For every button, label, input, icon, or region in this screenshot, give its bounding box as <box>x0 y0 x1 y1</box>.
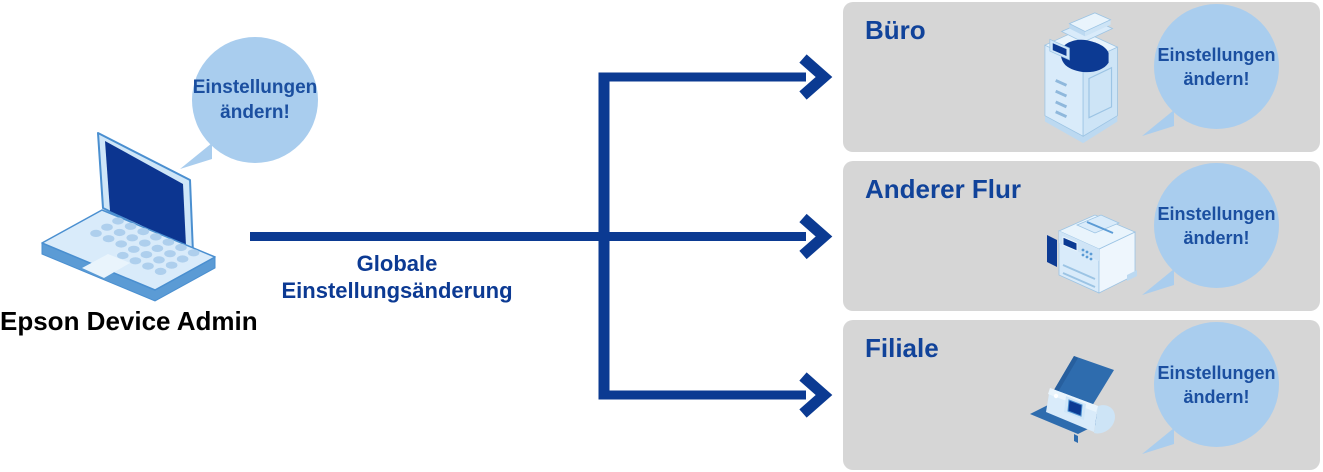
bubble-line: Einstellungen <box>192 77 318 98</box>
location-box-filiale: Filiale Einstellungen ändern! <box>843 320 1320 470</box>
location-title: Filiale <box>865 333 939 363</box>
trackpad <box>82 254 130 278</box>
flow-label-line: Einstellungsänderung <box>281 278 513 303</box>
arrowhead-top <box>799 54 833 100</box>
sheetfed-scanner-icon <box>1030 356 1116 443</box>
speech-bubble-tail-icon <box>1142 269 1174 295</box>
admin-speech-bubble-text: Einstellungen ändern! <box>193 75 318 125</box>
bubble-line: ändern! <box>220 102 290 123</box>
bubble-line: Einstellungen <box>1157 362 1276 383</box>
keyboard-keys <box>90 217 200 275</box>
location-box-anderer-flur: Anderer Flur Einstellungen <box>843 161 1320 311</box>
speech-bubble-tail-icon <box>1142 110 1174 136</box>
location-speech-bubble: Einstellungen ändern! <box>1142 322 1279 454</box>
paper-tray-lines <box>1062 264 1096 288</box>
panel-buttons <box>1081 248 1093 261</box>
bubble-line: ändern! <box>1183 227 1250 248</box>
arrowhead-middle <box>799 213 833 260</box>
desktop-mfp-fax-icon <box>1047 214 1137 294</box>
location-speech-bubble-text: Einstellungen ändern! <box>1157 361 1275 409</box>
location-speech-bubble: Einstellungen ändern! <box>1142 163 1279 295</box>
speech-bubble-tail-icon <box>1142 428 1174 454</box>
office-copier-icon <box>1043 12 1119 144</box>
location-title: Büro <box>865 15 926 45</box>
admin-speech-bubble: Einstellungen ändern! <box>180 37 318 169</box>
bubble-line: ändern! <box>1183 68 1250 89</box>
speech-bubble-tail-icon <box>180 143 212 169</box>
location-speech-bubble-text: Einstellungen ändern! <box>1157 43 1275 91</box>
location-speech-bubble-text: Einstellungen ändern! <box>1157 202 1275 250</box>
admin-label: Epson Device Admin <box>0 306 258 336</box>
bubble-line: Einstellungen <box>1157 203 1276 224</box>
location-title: Anderer Flur <box>865 174 1022 204</box>
flow-label-line: Globale <box>356 251 438 276</box>
arrowhead-bottom <box>799 372 833 418</box>
drawer-handles <box>1055 79 1068 118</box>
flow-label: Globale Einstellungsänderung <box>247 250 547 304</box>
location-speech-bubble: Einstellungen ändern! <box>1142 4 1279 136</box>
location-box-buero: Büro Einstellungen ändern! <box>843 2 1320 152</box>
bubble-line: Einstellungen <box>1157 44 1276 65</box>
laptop-icon <box>41 132 216 302</box>
bubble-line: ändern! <box>1183 386 1250 407</box>
